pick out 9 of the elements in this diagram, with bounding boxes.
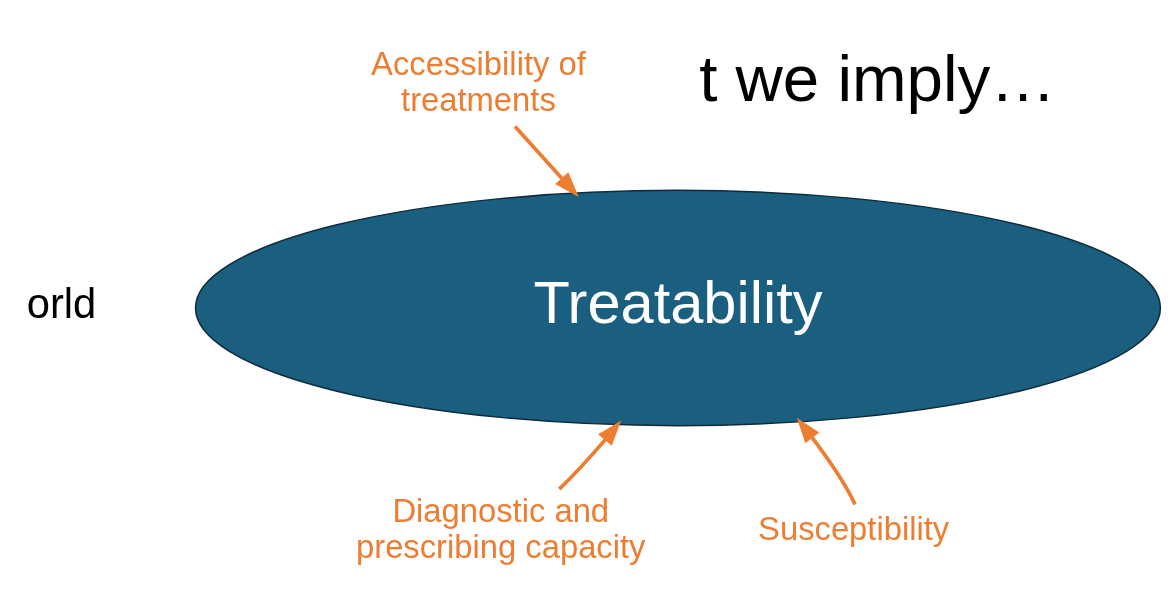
label: orld xyxy=(26,280,97,328)
label: t we imply… xyxy=(699,42,1056,116)
node-text: Diagnostic and prescribing capacity xyxy=(356,491,646,565)
arrow xyxy=(557,420,622,491)
arrow xyxy=(513,125,579,197)
node-ellipse: Treatability xyxy=(194,189,1162,427)
node-text: Susceptibility xyxy=(758,509,950,547)
arrow xyxy=(796,417,857,506)
node-text: Accessibility of treatments xyxy=(371,45,586,118)
